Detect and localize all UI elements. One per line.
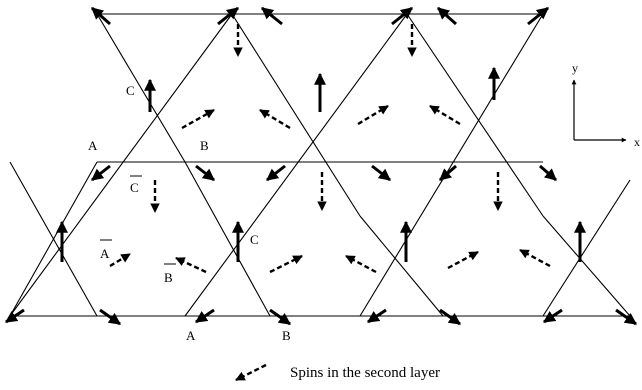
- spin-arrow: [437, 6, 457, 26]
- label-A: A: [88, 138, 98, 153]
- lattice-lines: [9, 13, 631, 317]
- spin-arrow: [527, 6, 549, 26]
- label-C: C: [250, 232, 259, 247]
- spin-arrow: [439, 164, 457, 182]
- label-C-bar-text: C: [130, 180, 139, 195]
- second-layer-spins: [109, 24, 551, 274]
- spin-arrow: [195, 308, 215, 324]
- spin-arrow: [261, 6, 283, 26]
- spin-arrow: [539, 164, 557, 182]
- label-B: B: [200, 138, 209, 153]
- spin-arrow: [269, 308, 291, 326]
- spin-arrow: [5, 308, 25, 324]
- axes-indicator: y x: [571, 61, 640, 149]
- spin-arrow: [195, 164, 215, 182]
- dashed-spin-arrow: [429, 104, 461, 126]
- spin-arrow: [99, 308, 121, 326]
- label-B: B: [282, 328, 291, 343]
- spin-arrow: [391, 6, 413, 26]
- spin-arrow: [266, 164, 286, 182]
- spin-arrow: [615, 308, 637, 326]
- x-axis-label: x: [634, 135, 640, 149]
- label-B-bar: B: [164, 263, 176, 285]
- spin-arrow: [371, 164, 391, 182]
- label-A: A: [186, 328, 196, 343]
- legend: Spins in the second layer: [235, 363, 440, 382]
- first-layer-spins: [5, 6, 637, 326]
- label-A-bar-text: A: [100, 246, 110, 261]
- spin-arrow: [439, 308, 461, 326]
- spin-arrow: [91, 6, 111, 26]
- dashed-spin-arrow: [519, 248, 551, 268]
- label-C-bar: C: [130, 175, 142, 195]
- dashed-spin-arrow: [345, 254, 377, 274]
- dashed-spin-arrow: [447, 250, 479, 270]
- label-B-bar-text: B: [164, 270, 173, 285]
- dashed-spin-arrow: [181, 108, 215, 130]
- dashed-arrow-icon: [235, 363, 267, 382]
- spin-arrow: [543, 308, 563, 324]
- label-A-bar: A: [100, 239, 112, 261]
- y-axis-label: y: [572, 61, 578, 75]
- dashed-spin-arrow: [357, 104, 389, 126]
- dashed-spin-arrow: [259, 108, 291, 130]
- dashed-spin-arrow: [175, 256, 207, 274]
- dashed-spin-arrow: [269, 254, 303, 274]
- legend-text: Spins in the second layer: [290, 365, 440, 381]
- spin-arrow: [91, 164, 111, 182]
- spin-arrow: [217, 6, 239, 26]
- label-C: C: [126, 83, 135, 98]
- dashed-spin-arrow: [109, 252, 131, 268]
- spin-arrow: [367, 308, 387, 324]
